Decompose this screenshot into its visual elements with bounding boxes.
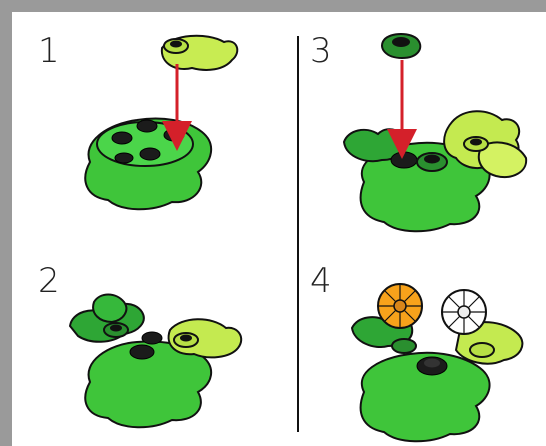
step4-orange-flower bbox=[378, 284, 422, 328]
step1-illustration bbox=[85, 36, 237, 210]
step-number-4: 4 bbox=[310, 264, 332, 298]
build-illustration bbox=[12, 12, 546, 446]
step1-lime-leaf-piece bbox=[162, 36, 237, 70]
step-number-2: 2 bbox=[38, 264, 60, 298]
step2-illustration bbox=[70, 295, 241, 428]
step-number-1: 1 bbox=[38, 34, 60, 68]
step4-white-flower bbox=[442, 290, 486, 334]
step-divider bbox=[297, 36, 299, 432]
instruction-panel: 1 2 3 4 bbox=[12, 12, 546, 446]
step4-illustration bbox=[352, 284, 522, 441]
step3-illustration bbox=[344, 34, 526, 231]
step3-dark-round-piece bbox=[382, 34, 420, 58]
step-number-3: 3 bbox=[310, 34, 332, 68]
